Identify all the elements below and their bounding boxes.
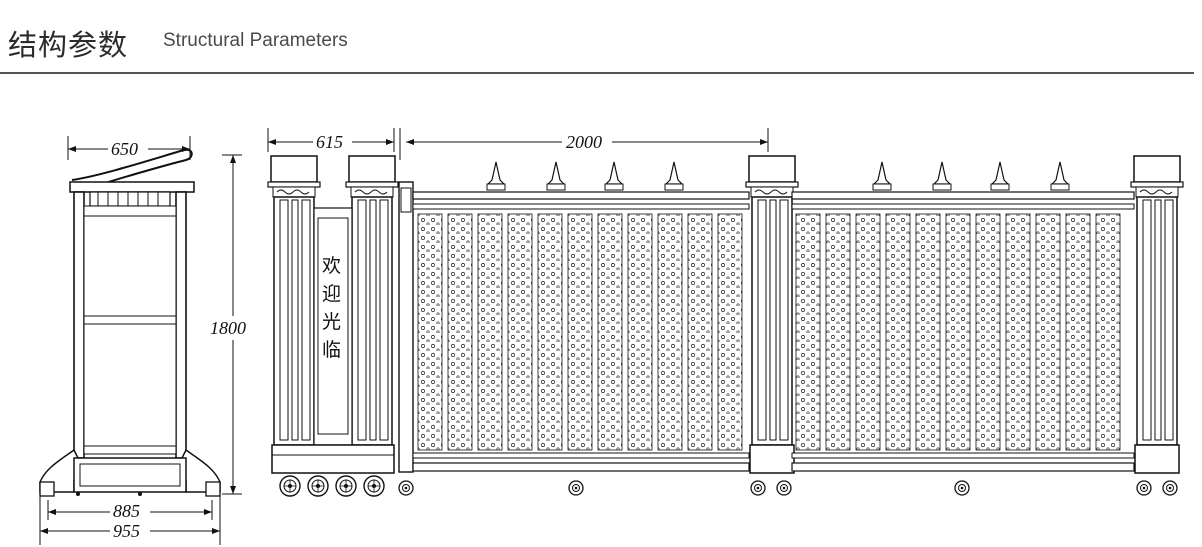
dim-2000: 2000: [566, 132, 602, 152]
section-title-en: Structural Parameters: [163, 30, 348, 51]
sign-char-1: 欢: [322, 255, 341, 277]
section-title-cn: 结构参数: [8, 28, 129, 62]
panel-set-1: [417, 213, 743, 451]
sign-char-2: 迎: [322, 283, 341, 305]
sign-char-3: 光: [322, 311, 341, 333]
dim-650: 650: [111, 139, 138, 159]
panel-set-2: [795, 213, 1121, 451]
section-header: 结构参数 Structural Parameters: [0, 0, 1202, 76]
sign-char-4: 临: [322, 339, 341, 361]
header-divider: [0, 72, 1194, 74]
dim-1800: 1800: [210, 318, 246, 338]
dim-955: 955: [113, 521, 140, 541]
front-view: 615 2000 欢 迎 光 临: [267, 128, 1184, 497]
dim-615: 615: [316, 132, 343, 152]
dim-885: 885: [113, 501, 140, 521]
side-view: 650 1800: [39, 136, 246, 545]
